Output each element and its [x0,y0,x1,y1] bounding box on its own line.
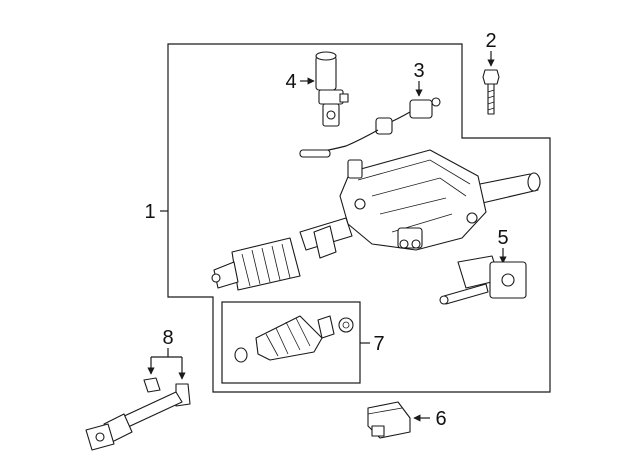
callout-8: 8 [162,327,173,349]
callout-5: 5 [497,227,508,249]
bolt-part [482,69,500,115]
leader-8 [151,348,182,358]
sensor-cable-part [299,97,441,158]
callout-2: 2 [485,30,496,52]
adjustment-motor-part [439,255,527,305]
assembly-outline [167,43,551,393]
actuator-motor-part [315,51,349,127]
callout-6: 6 [435,408,446,430]
callout-1: 1 [144,201,155,223]
intermediate-shaft-part [85,377,191,451]
callout-7: 7 [373,333,384,355]
bracket-cover-part [367,401,411,439]
callout-4: 4 [285,71,296,93]
steering-column-part [211,149,541,291]
boot-kit-part [234,315,354,363]
callout-3: 3 [413,60,424,82]
